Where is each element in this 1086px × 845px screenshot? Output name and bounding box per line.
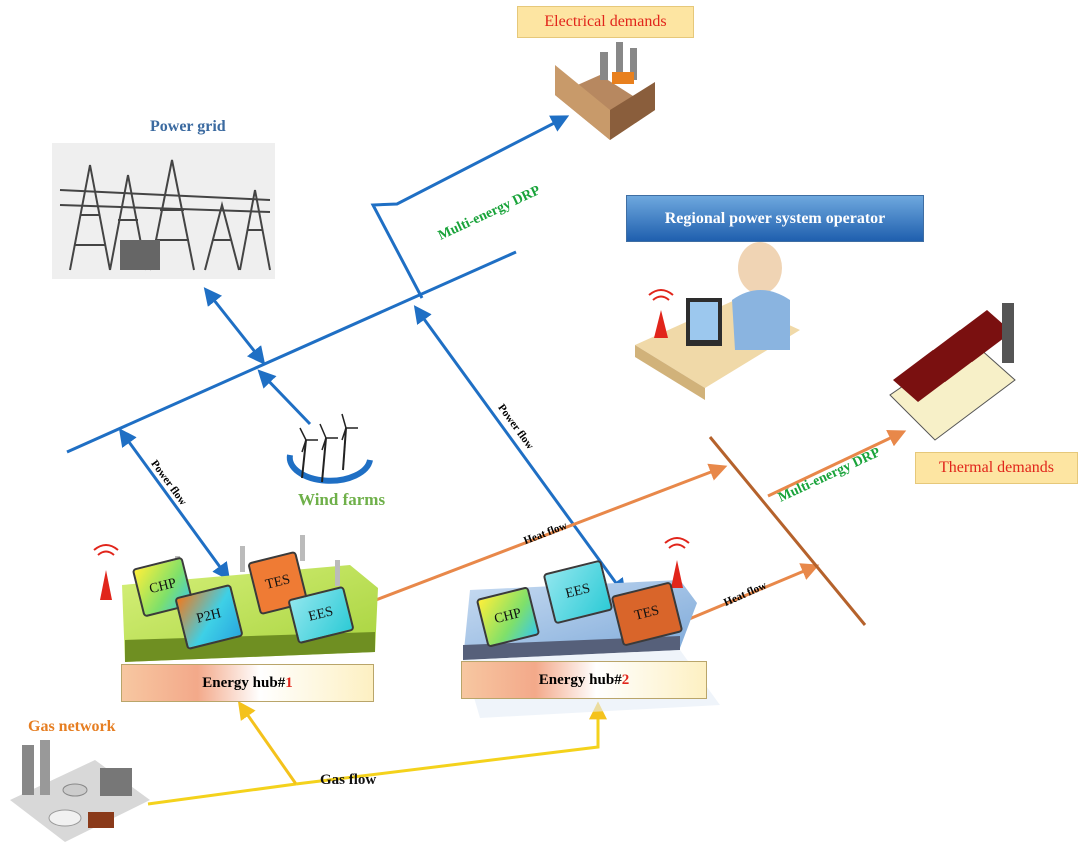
energy-hub-2-box: Energy hub#2 [461, 661, 707, 699]
hub1-ees-label: EES [306, 604, 335, 625]
energy-hub-2-title: Energy hub# [538, 671, 622, 688]
operator-computer-icon [635, 242, 800, 400]
antenna-icon [664, 537, 690, 588]
hub2-tes-label: TES [632, 603, 661, 624]
antenna-icon [93, 544, 119, 600]
energy-hub-1-title: Energy hub# [202, 674, 286, 691]
power-grid-icon [52, 143, 275, 279]
gas-plant-icon [10, 740, 150, 842]
gas-network-label: Gas network [28, 718, 116, 735]
regional-operator-box: Regional power system operator [626, 195, 924, 242]
hub1-p2h-label: P2H [194, 606, 223, 627]
energy-hub-1-number: 1 [285, 674, 293, 691]
hub1-chp-label: CHP [147, 575, 178, 598]
hub2-ees-label: EES [563, 581, 592, 602]
antenna-icon [648, 289, 674, 338]
power-grid-label: Power grid [150, 118, 226, 135]
energy-hub-1-box: Energy hub#1 [121, 664, 374, 702]
factory-icon [555, 42, 655, 140]
hub2-chp-label: CHP [492, 605, 523, 628]
hub1-tes-label: TES [263, 572, 292, 593]
gas-flow-label: Gas flow [320, 772, 377, 788]
thermal-demands-box: Thermal demands [915, 452, 1078, 484]
wind-turbine-icon [286, 413, 373, 484]
wind-farms-label: Wind farms [298, 490, 386, 509]
energy-hub-2-number: 2 [621, 671, 630, 688]
thermal-plant-icon [889, 303, 1016, 441]
electrical-demands-box: Electrical demands [517, 6, 694, 38]
